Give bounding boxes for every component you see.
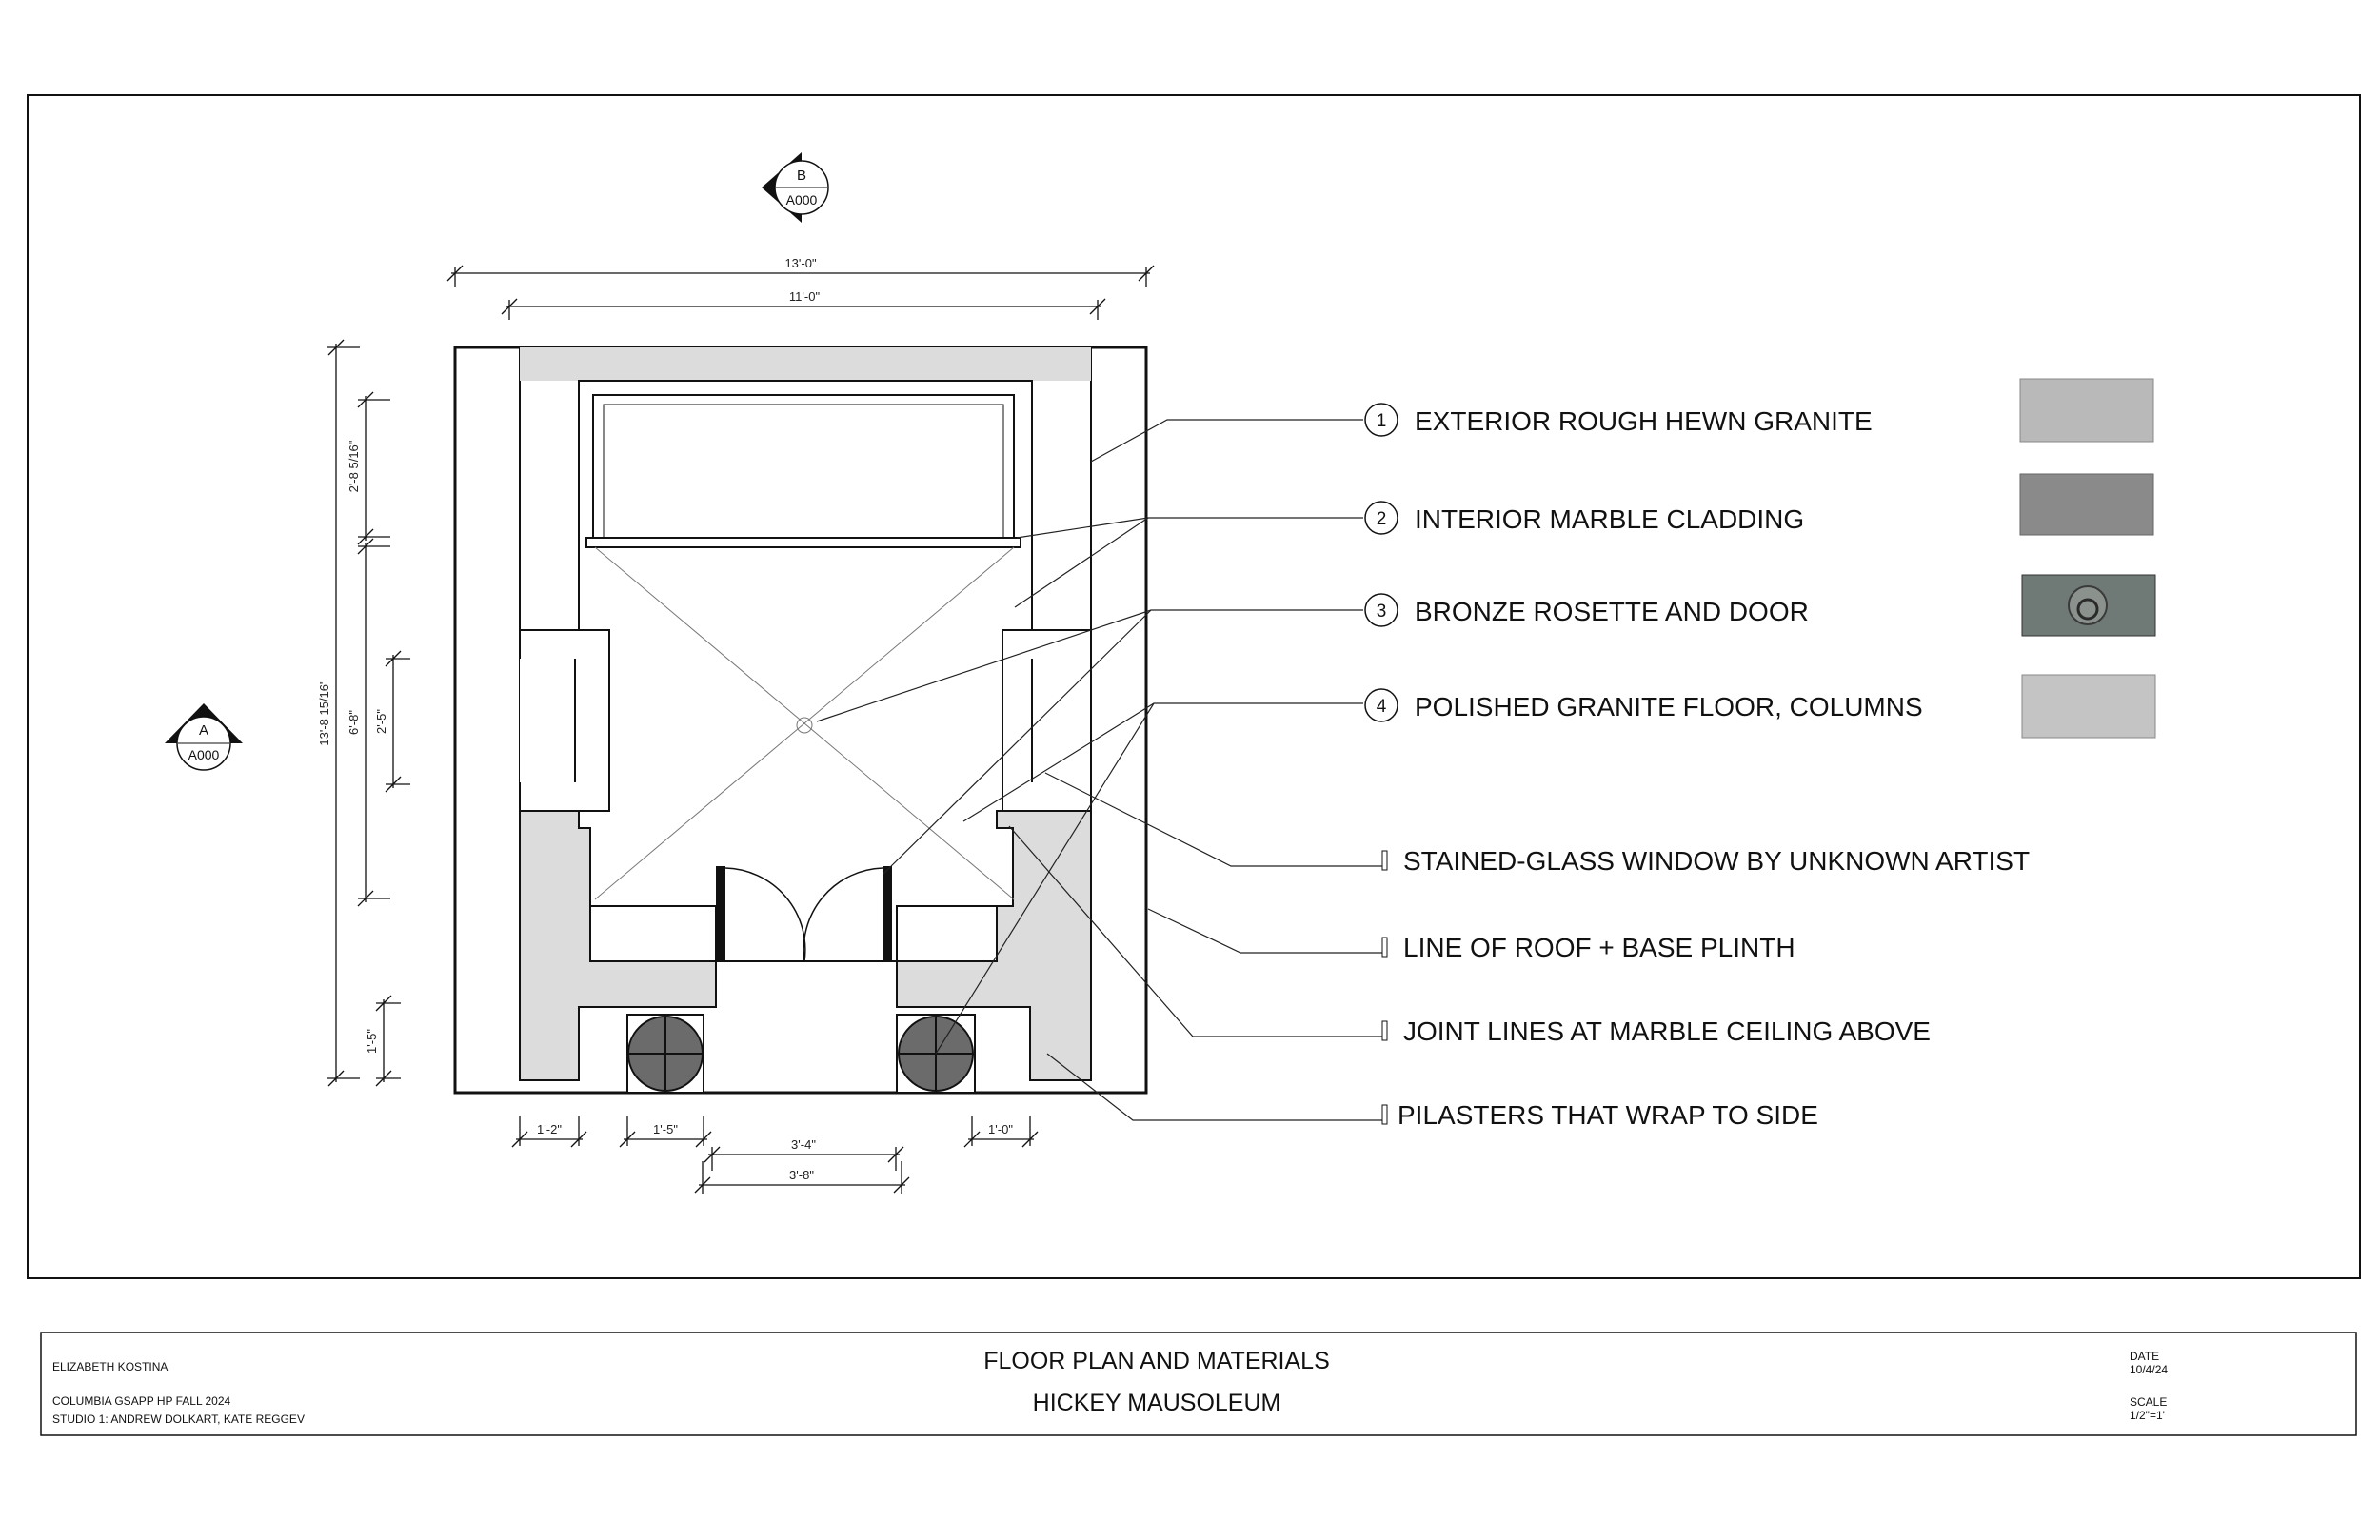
sheet-title: FLOOR PLAN AND MATERIALS	[983, 1348, 1330, 1374]
project-name: HICKEY MAUSOLEUM	[1033, 1390, 1281, 1416]
section-b-letter: B	[797, 168, 806, 184]
material-number: 2	[1377, 509, 1387, 529]
dim-column-width: 1'-5"	[653, 1122, 678, 1136]
material-label: POLISHED GRANITE FLOOR, COLUMNS	[1415, 692, 1923, 721]
ceiling-rosette-marker	[796, 717, 813, 734]
material-item: 4 POLISHED GRANITE FLOOR, COLUMNS	[1364, 674, 2156, 739]
dim-bottom-left-wall: 1'-2"	[537, 1122, 562, 1136]
studio-line: STUDIO 1: ANDREW DOLKART, KATE REGGEV	[52, 1412, 305, 1426]
left-door-swing	[724, 867, 806, 962]
material-item: 2 INTERIOR MARBLE CLADDING	[1364, 473, 2154, 536]
note-label: LINE OF ROOF + BASE PLINTH	[1403, 933, 1795, 962]
title-block-content: ELIZABETH KOSTINA COLUMBIA GSAPP HP FALL…	[52, 1348, 2168, 1426]
polished-granite-swatch	[2021, 674, 2156, 739]
date-label: DATE	[2130, 1350, 2159, 1363]
plan-drawing	[453, 346, 1148, 1095]
leader-lines	[816, 419, 1385, 1121]
rear-wall-fill	[520, 347, 1091, 381]
dim-window-width: 2'-5"	[374, 709, 388, 734]
material-item: 1 EXTERIOR ROUGH HEWN GRANITE	[1364, 378, 2154, 443]
section-b-sheet: A000	[786, 192, 818, 207]
material-item: 3 BRONZE ROSETTE AND DOOR	[1364, 574, 2156, 637]
sheet-border	[27, 94, 2361, 1279]
material-label: BRONZE ROSETTE AND DOOR	[1415, 597, 1809, 626]
ceiling-joint-line	[594, 546, 1015, 900]
dim-bottom-right-wall: 1'-0"	[988, 1122, 1013, 1136]
material-label: EXTERIOR ROUGH HEWN GRANITE	[1415, 406, 1873, 436]
dim-rear-depth: 2'-8 5/16"	[347, 440, 361, 492]
right-window-recess	[1002, 629, 1092, 812]
section-a-sheet: A000	[188, 747, 220, 762]
plan-notes: STAINED-GLASS WINDOW BY UNKNOWN ARTIST L…	[1381, 846, 2030, 1130]
dim-door-width: 3'-4"	[791, 1137, 816, 1152]
dim-opening-width: 3'-8"	[789, 1168, 814, 1182]
scale-label: SCALE	[2130, 1395, 2167, 1409]
dimension-labels: 13'-0" 11'-0" 13'-8 15/16" 2'-8 5/16" 6'…	[317, 256, 1013, 1182]
note-label: JOINT LINES AT MARBLE CEILING ABOVE	[1403, 1017, 1931, 1046]
dim-overall-depth: 13'-8 15/16"	[317, 680, 331, 746]
dimension-lines	[327, 265, 1155, 1194]
date-value: 10/4/24	[2130, 1363, 2168, 1376]
school-line: COLUMBIA GSAPP HP FALL 2024	[52, 1394, 231, 1408]
material-number: 3	[1377, 602, 1387, 622]
dim-front-depth: 1'-5"	[365, 1029, 379, 1054]
right-door-swing	[803, 867, 883, 962]
section-marker-a: A A000	[165, 703, 243, 771]
altar-ledge	[585, 537, 1021, 548]
material-label: INTERIOR MARBLE CLADDING	[1415, 504, 1804, 534]
right-door-jamb	[883, 866, 892, 961]
dim-inner-width: 11'-0"	[789, 289, 821, 304]
section-a-letter: A	[199, 722, 208, 739]
note-label: STAINED-GLASS WINDOW BY UNKNOWN ARTIST	[1403, 846, 2030, 876]
material-number: 4	[1377, 697, 1387, 717]
author-name: ELIZABETH KOSTINA	[52, 1360, 168, 1373]
note-label: PILASTERS THAT WRAP TO SIDE	[1398, 1100, 1818, 1130]
scale-value: 1/2"=1'	[2130, 1409, 2165, 1422]
material-number: 1	[1377, 411, 1387, 431]
dim-chamber-depth: 6'-8"	[347, 710, 361, 735]
title-block	[40, 1332, 2357, 1436]
left-door-jamb	[716, 866, 725, 961]
material-legend: 1 EXTERIOR ROUGH HEWN GRANITE 2 INTERIOR…	[1364, 378, 2156, 739]
section-marker-b: B A000	[762, 152, 829, 223]
marble-swatch	[2019, 473, 2154, 536]
dim-overall-width: 13'-0"	[784, 256, 817, 270]
granite-swatch	[2019, 378, 2154, 443]
